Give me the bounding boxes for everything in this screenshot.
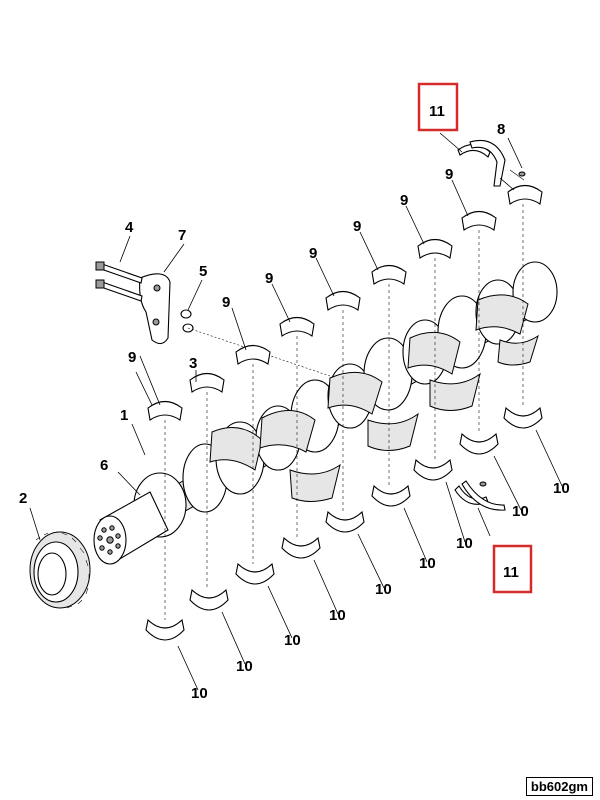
callout-9: 9 [222,294,230,311]
callout-10: 10 [236,658,253,675]
callout-10: 10 [553,480,570,497]
callout-9: 9 [309,245,317,262]
callout-6: 6 [100,457,108,474]
callout-9: 9 [265,270,273,287]
callout-10: 10 [512,503,529,520]
callout-11-top: 11 [429,103,445,120]
drawing-code-label: bb602gm [525,777,593,796]
callout-10: 10 [191,685,208,702]
bolt [95,261,143,284]
callout-10: 10 [456,535,473,552]
callout-9: 9 [128,349,136,366]
callout-2: 2 [19,490,27,507]
highlight-box-top [417,82,459,132]
leader-lines [29,132,563,691]
callout-9: 9 [445,166,453,183]
callout-10: 10 [329,607,346,624]
crankshaft [93,261,558,565]
callout-7: 7 [178,227,186,244]
callout-10: 10 [419,555,436,572]
crank-gear [29,531,91,609]
callout-10: 10 [284,632,301,649]
callout-labels: 1 2 3 4 5 6 7 8 9 9 9 9 9 9 9 10 10 10 1… [19,103,570,702]
callout-3: 3 [189,355,197,372]
callout-4: 4 [125,219,134,236]
callout-1: 1 [120,407,128,424]
callout-9: 9 [353,218,361,235]
callout-5: 5 [199,263,207,280]
lower-bearing-shells [145,406,543,641]
bearing-cap-assembly [95,261,331,377]
upper-bearing-shells [147,184,543,421]
callout-9: 9 [400,192,408,209]
callout-11-bottom: 11 [503,564,519,581]
highlight-box-bottom [492,544,533,594]
bolt [95,279,143,302]
thrust-washers [454,139,526,511]
callout-8: 8 [497,121,505,138]
callout-10: 10 [375,581,392,598]
